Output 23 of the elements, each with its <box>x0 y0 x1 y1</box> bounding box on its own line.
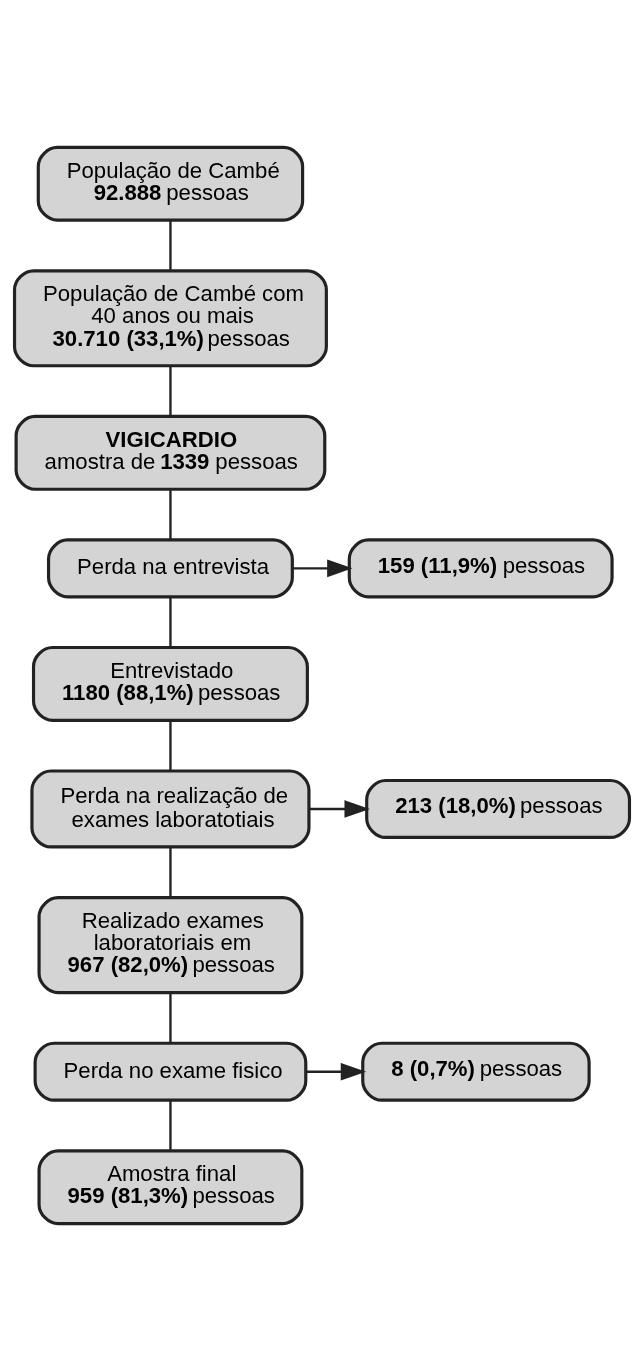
node-box: População de Cambé 92.888 pessoas <box>36 145 305 222</box>
node-box: VIGICARDIO amostra de 1339 pessoas <box>14 414 327 491</box>
node-box: 159 (11,9%) pessoas <box>347 538 614 599</box>
connector <box>169 847 172 898</box>
connector <box>169 992 172 1043</box>
connector <box>169 1100 172 1151</box>
node-box: Realizado exames laboratoriais em 967 (82,0%) pessoas <box>37 896 304 995</box>
arrow <box>309 800 370 818</box>
arrow <box>306 1062 367 1081</box>
node-box: Perda na entrevista <box>46 538 294 599</box>
arrow <box>292 559 353 578</box>
connector <box>169 596 172 648</box>
node-box: Perda no exame fisico <box>33 1041 308 1102</box>
connector <box>169 220 172 271</box>
node-box: Entrevistado 1180 (88,1%) pessoas <box>31 645 309 722</box>
connector <box>169 720 172 771</box>
connector <box>169 489 172 540</box>
node-box: Perda na realização de exames laboratotiais <box>30 769 311 849</box>
node-box: 213 (18,0%) pessoas <box>365 778 632 840</box>
node-box: 8 (0,7%) pessoas <box>361 1041 591 1102</box>
node-box: Amostra final 959 (81,3%) pessoas <box>37 1149 304 1226</box>
connector <box>169 366 172 417</box>
node-box: População de Cambé com 40 anos ou mais 30.710 (33,1%) pessoas <box>12 269 328 368</box>
